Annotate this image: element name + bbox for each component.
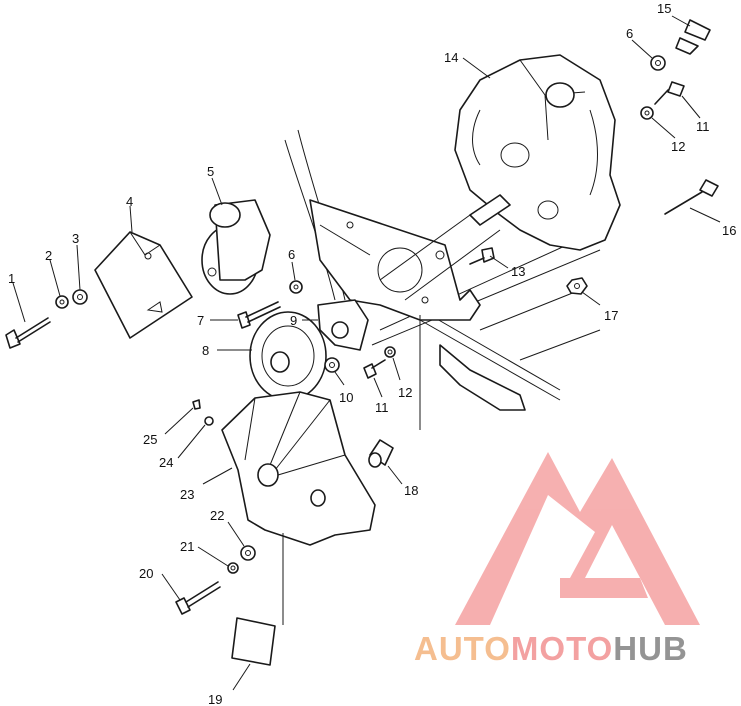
callout-10: 10: [339, 390, 353, 405]
belt-guard-23: [221, 391, 376, 546]
shaft-lines: [379, 214, 501, 301]
callout-24: 24: [159, 455, 173, 470]
bolt-15: [675, 19, 711, 55]
callout-1: 1: [8, 271, 15, 286]
watermark-moto: MOTO: [511, 630, 613, 667]
washer-6-top: [650, 55, 666, 71]
callout-6-top: 6: [626, 26, 633, 41]
callout-15: 15: [657, 1, 671, 16]
callout-12-top: 12: [671, 139, 685, 154]
nut-21: [227, 562, 239, 574]
callout-16: 16: [722, 223, 736, 238]
callout-5: 5: [207, 164, 214, 179]
nut-10: [324, 357, 340, 373]
callout-9: 9: [290, 313, 297, 328]
spacer-18: [368, 439, 394, 468]
washer-22: [240, 545, 256, 561]
nut-17: [566, 277, 588, 295]
callout-2: 2: [45, 248, 52, 263]
bolt-16: [664, 179, 719, 215]
callout-21: 21: [180, 539, 194, 554]
watermark-hub: HUB: [613, 630, 688, 667]
mounting-bracket: [309, 199, 481, 321]
watermark-logo: AUTOMOTOHUB: [414, 452, 700, 667]
watermark-auto: AUTO: [414, 630, 511, 667]
bolt-7: [237, 301, 281, 329]
callout-3: 3: [72, 231, 79, 246]
callout-13: 13: [511, 264, 525, 279]
callout-19: 19: [208, 692, 222, 706]
nut-12-top: [640, 106, 654, 120]
nut-12-mid: [384, 346, 396, 358]
gearcase-housing: [454, 54, 621, 251]
svg-text:AUTOMOTOHUB: AUTOMOTOHUB: [414, 630, 688, 667]
bolt-11-top: [654, 81, 685, 105]
decal-19: [231, 617, 276, 666]
pulley-8: [249, 311, 327, 401]
callout-numbers: 1 2 3 4 5 6 7 8 9 10 11 12 13 14 15 6 11…: [8, 1, 736, 706]
cover-4: [94, 231, 193, 339]
bolt-20: [175, 581, 221, 615]
washer-6-mid: [289, 280, 303, 294]
callout-6-mid: 6: [288, 247, 295, 262]
callout-7: 7: [197, 313, 204, 328]
callout-17: 17: [604, 308, 618, 323]
callout-8: 8: [202, 343, 209, 358]
callout-23: 23: [180, 487, 194, 502]
callout-11-mid: 11: [375, 400, 389, 415]
screw-25: [192, 399, 201, 410]
bolt-1: [5, 317, 51, 349]
callout-12-mid: 12: [398, 385, 412, 400]
leader-lines: [12, 15, 721, 691]
logo-triangle-icon: [455, 452, 700, 625]
damper-5: [201, 199, 271, 295]
washer-24: [204, 416, 214, 426]
callout-20: 20: [139, 566, 153, 581]
washer-3: [72, 289, 88, 305]
bracket-9: [317, 299, 369, 351]
callout-18: 18: [404, 483, 418, 498]
callout-25: 25: [143, 432, 157, 447]
bolt-13: [469, 247, 495, 265]
washer-2: [55, 295, 69, 309]
callout-22: 22: [210, 508, 224, 523]
callout-4: 4: [126, 194, 133, 209]
callout-11-top: 11: [696, 119, 710, 134]
bolt-11-mid: [363, 359, 386, 379]
callout-14: 14: [444, 50, 458, 65]
